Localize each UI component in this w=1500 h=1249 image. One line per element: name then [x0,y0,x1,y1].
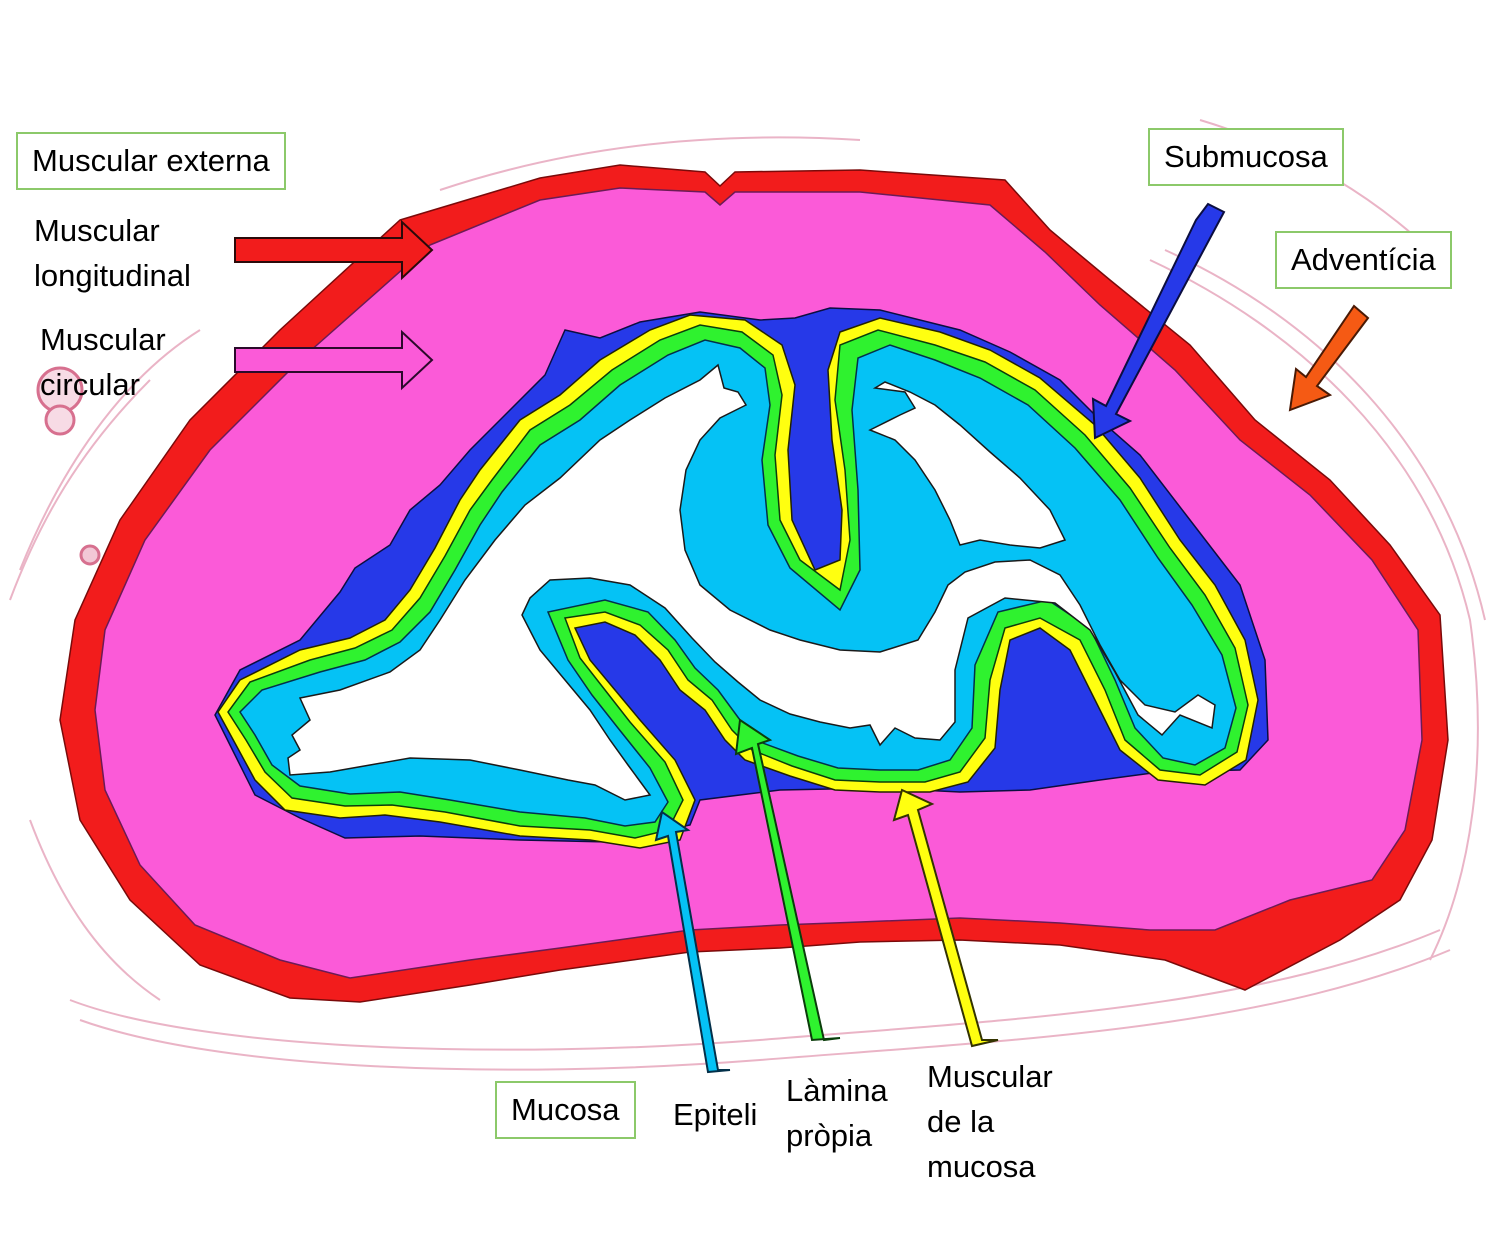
lamina-propia-label: Làmina pròpia [786,1068,888,1158]
lumen [287,363,1216,801]
muscular-longitudinal-line1: Muscular [34,213,160,248]
muscular-circular-line2: circular [40,367,140,402]
muscular-longitudinal-label: Muscular longitudinal [34,208,191,298]
arrow-lamina-propia [734,718,841,1042]
adventicia-label: Adventícia [1275,231,1452,289]
arrow-longitudinal [234,219,434,281]
muscular-mucosa-line1: Muscular [927,1059,1053,1094]
muscular-mucosa-line3: mucosa [927,1149,1036,1184]
arrow-muscular-mucosa [892,788,999,1048]
epiteli-label: Epiteli [673,1097,758,1132]
arrow-epiteli [654,810,731,1074]
arrows [234,202,1370,1074]
arrow-adventicia [1288,304,1370,412]
muscular-circular-line1: Muscular [40,322,166,357]
arrow-submucosa [1091,202,1226,440]
muscular-mucosa-line2: de la [927,1104,995,1139]
blood-vessel-icon [36,366,101,566]
muscular-longitudinal-line2: longitudinal [34,258,191,293]
arrow-circular [234,329,434,391]
submucosa-label: Submucosa [1148,128,1344,186]
lamina-propia-line2: pròpia [786,1118,873,1153]
muscular-mucosa-label: Muscular de la mucosa [927,1054,1053,1189]
mucosa-label: Mucosa [495,1081,636,1139]
muscular-circular-label: Muscular circular [40,317,166,407]
muscular-externa-label: Muscular externa [16,132,286,190]
lamina-propia-line1: Làmina [786,1073,888,1108]
